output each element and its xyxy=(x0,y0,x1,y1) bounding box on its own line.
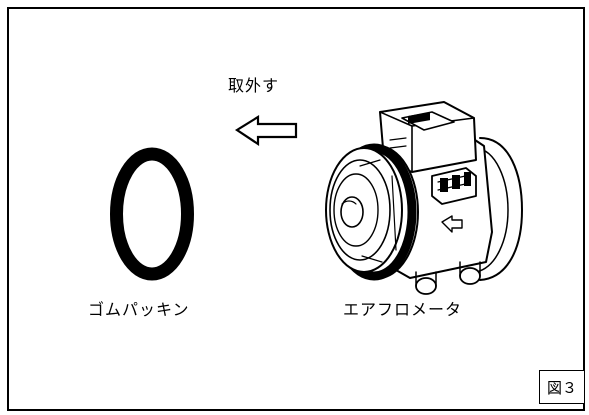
air-flow-meter-label: エアフロメータ xyxy=(343,300,463,319)
rubber-packing-label: ゴムパッキン xyxy=(88,300,190,319)
figure-number-badge: 図３ xyxy=(539,370,585,404)
air-flow-meter-drawing xyxy=(325,101,523,295)
remove-instruction-label: 取外す xyxy=(228,76,280,95)
figure-number-label: 図３ xyxy=(546,378,577,397)
diagram-frame xyxy=(7,7,585,411)
left-arrow-outline-icon xyxy=(234,115,298,147)
rubber-packing-ring xyxy=(110,147,194,281)
